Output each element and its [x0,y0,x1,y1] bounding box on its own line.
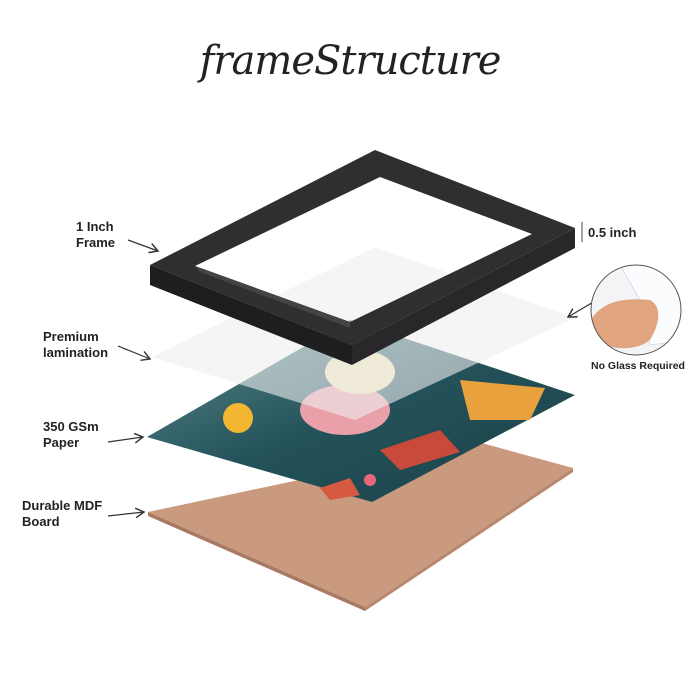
paper-label: 350 GSm Paper [43,419,99,451]
mdf-board-layer [148,442,573,611]
frame-layer [150,150,575,365]
no-glass-arrow [566,300,596,318]
no-glass-label: No Glass Required [591,360,685,372]
lamination-label-line2: lamination [43,345,109,360]
frame-label: 1 Inch Frame [76,219,115,251]
hand-holding-sheet-inset [590,264,682,356]
board-arrow [107,507,146,519]
paper-arrow [107,432,145,444]
paper-label-line1: 350 GSm [43,419,99,434]
frame-label-line1: 1 Inch [76,219,114,234]
depth-label: 0.5 inch [588,225,637,240]
lamination-label-line1: Premium [43,329,99,344]
board-label: Durable MDF Board [22,498,102,530]
board-label-line2: Board [22,514,60,529]
frame-label-line2: Frame [76,235,116,250]
paper-label-line2: Paper [43,435,80,450]
diagram-title: frameStructure [199,38,502,84]
frame-arrow [127,239,160,254]
lamination-arrow [117,345,152,361]
board-label-line1: Durable MDF [22,498,103,513]
lamination-label: Premium lamination [43,329,108,361]
